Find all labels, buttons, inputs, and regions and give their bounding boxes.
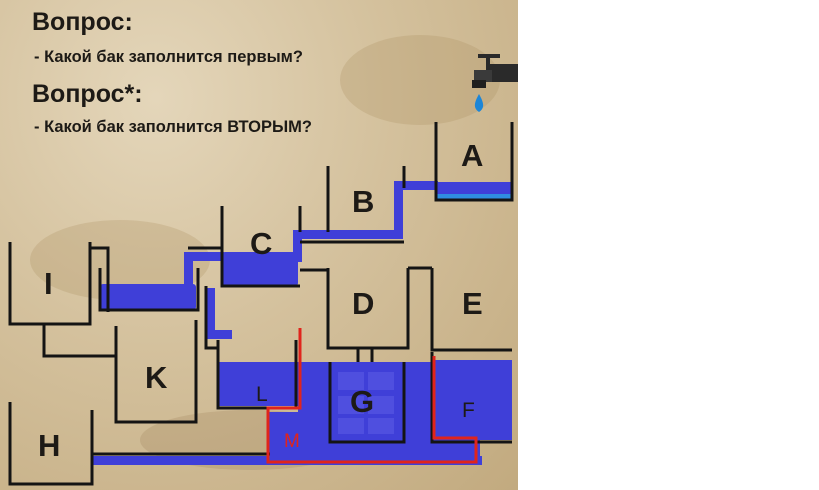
tank-a-label: A: [461, 138, 484, 173]
tank-k-label: K: [145, 360, 168, 395]
question-1-text: - Какой бак заполнится первым?: [34, 48, 303, 66]
question-2-title: Вопрос*:: [32, 80, 143, 108]
water-tank-diagram: [8, 35, 518, 486]
tank-walls: [8, 122, 514, 486]
question-1-title: Вопрос:: [32, 8, 133, 36]
puzzle-image: Вопрос: - Какой бак заполнится первым? В…: [0, 0, 518, 490]
tank-d-label: D: [352, 286, 375, 321]
tank-l-label: L: [256, 383, 268, 406]
tank-m-label: M: [284, 431, 300, 452]
tank-i-label: I: [44, 266, 53, 301]
tank-c-label: C: [250, 226, 273, 261]
tank-f-label: F: [462, 399, 475, 422]
tank-g-label: G: [350, 384, 375, 419]
tank-h-label: H: [38, 428, 61, 463]
tank-b-label: B: [352, 184, 375, 219]
water-drop-icon: [474, 94, 484, 112]
tank-e-label: E: [462, 286, 483, 321]
tank-g-texture: [338, 372, 394, 434]
faucet-icon: [472, 54, 518, 88]
red-marker-lines: [266, 328, 478, 464]
question-2-text: - Какой бак заполнится ВТОРЫМ?: [34, 118, 312, 136]
